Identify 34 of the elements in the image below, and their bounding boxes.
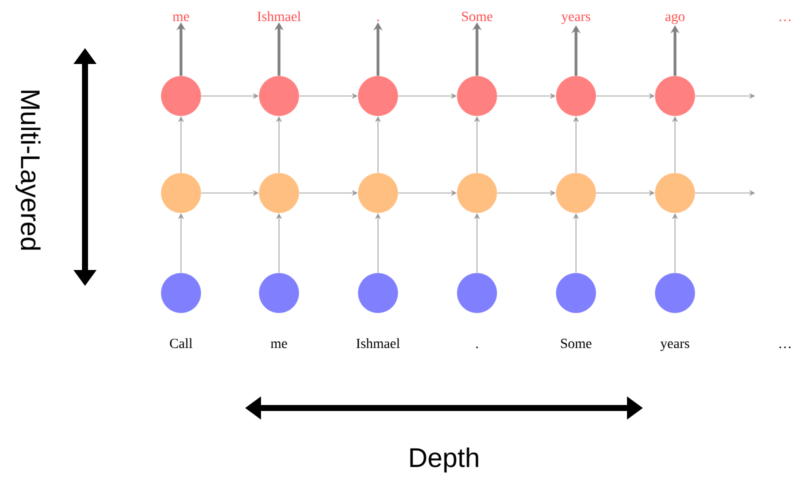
axis-label: Depth <box>410 447 478 473</box>
ellipsis: … <box>780 20 790 22</box>
circle-node <box>161 76 201 116</box>
circle-node <box>259 76 299 116</box>
input-word: Call <box>170 338 192 348</box>
circle-node <box>655 76 695 116</box>
output-word: . <box>377 20 379 22</box>
output-word: years <box>561 14 590 24</box>
circle-node <box>457 273 497 313</box>
circle-node <box>358 76 398 116</box>
circle-node <box>259 273 299 313</box>
input-word: me <box>270 341 288 348</box>
input-word: years <box>660 341 690 351</box>
axis-label: Multi-Layered <box>15 90 41 250</box>
circle-node <box>259 173 299 213</box>
circle-node <box>655 273 695 313</box>
circle-node <box>655 173 695 213</box>
circle-node <box>161 273 201 313</box>
circle-node <box>556 273 596 313</box>
circle-node <box>358 273 398 313</box>
input-word: . <box>476 346 478 348</box>
output-word: Some <box>462 12 492 22</box>
output-word: me <box>172 14 190 22</box>
ellipsis: … <box>780 346 790 348</box>
circle-node <box>457 173 497 213</box>
circle-node <box>556 76 596 116</box>
circle-node <box>457 76 497 116</box>
output-word: Ishmael <box>257 11 301 22</box>
circle-node <box>161 173 201 213</box>
output-word: ago <box>665 14 685 24</box>
circle-node <box>358 173 398 213</box>
input-word: Ishmael <box>356 338 400 348</box>
circle-node <box>556 173 596 213</box>
input-word: Some <box>561 338 592 348</box>
